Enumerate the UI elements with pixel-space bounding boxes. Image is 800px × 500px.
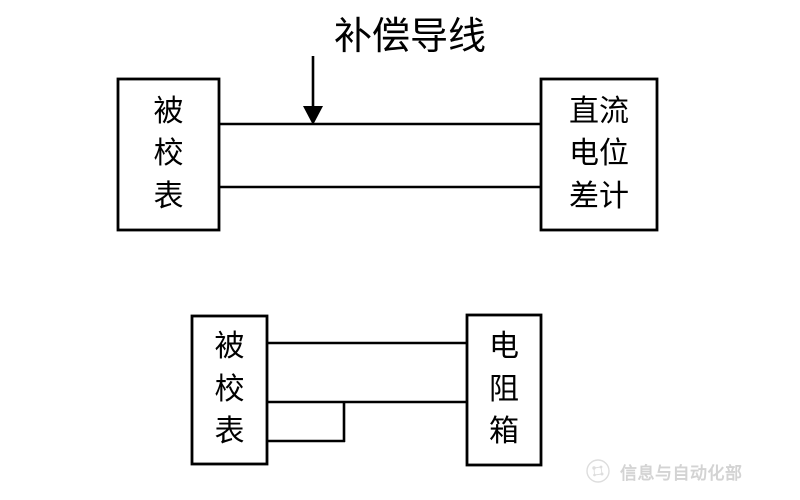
- watermark-text: 信息与自动化部: [620, 463, 743, 484]
- compensating-wire-arrow-head: [303, 106, 323, 125]
- bottom-right-box-resistance-box: [465, 313, 543, 467]
- compensating-wire-label: 补偿导线: [334, 14, 487, 58]
- top-right-box-dc-potentiometer: [539, 77, 659, 232]
- watermark: 信息与自动化部: [585, 458, 743, 484]
- cloud-logo-icon: [585, 458, 611, 484]
- bottom-left-box-under-test-meter: [190, 314, 269, 466]
- top-left-box-under-test-meter: [116, 77, 221, 232]
